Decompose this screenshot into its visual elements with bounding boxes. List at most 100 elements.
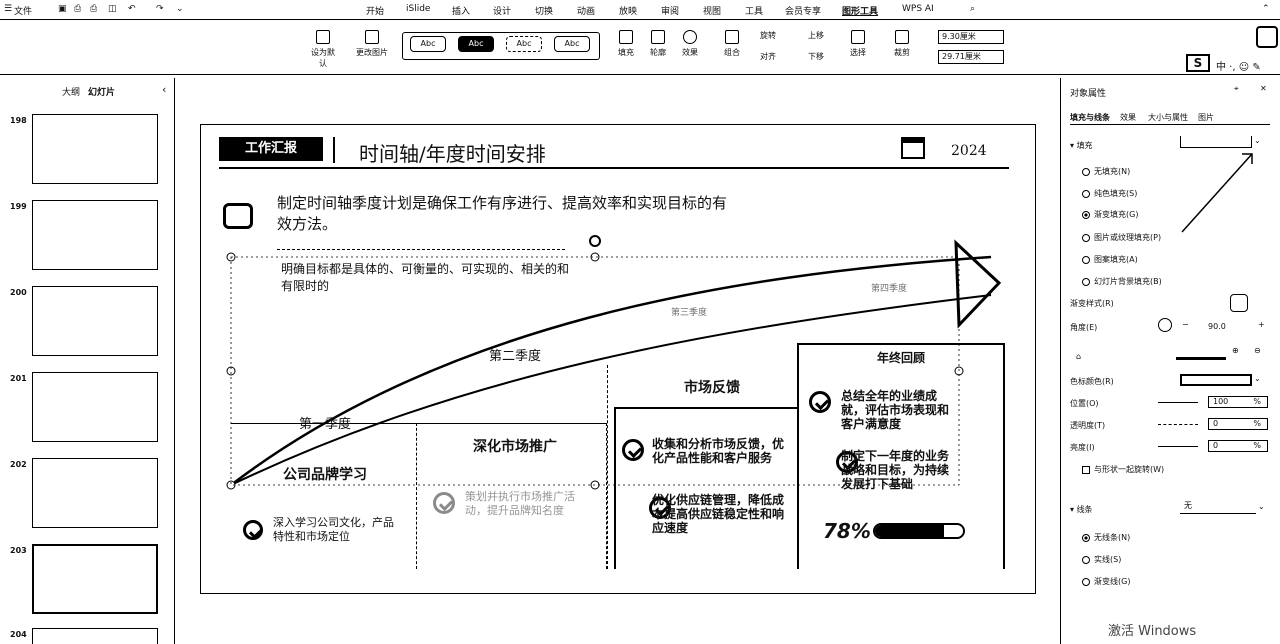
tab-slides[interactable]: 幻灯片 — [88, 88, 116, 98]
tab-review[interactable]: 审阅 — [661, 7, 680, 17]
pin-icon[interactable]: ⌖ — [1234, 84, 1239, 93]
print-icon[interactable]: ⎙ — [90, 4, 98, 14]
radio-gradient-fill[interactable]: 渐变填充(G) — [1082, 209, 1138, 220]
ime-toolbar[interactable]: 中 ·, ☺ ✎ — [1216, 62, 1261, 73]
radio-solid-fill[interactable]: 纯色填充(S) — [1082, 188, 1137, 199]
slide-thumbnail-selected[interactable] — [32, 544, 158, 614]
redo-icon[interactable]: ↷ — [156, 4, 164, 14]
progress-value: 78% — [823, 519, 871, 543]
radio-gradient-line[interactable]: 渐变线(G) — [1082, 576, 1130, 587]
search-icon[interactable]: ⌕ — [970, 4, 976, 14]
style-option-3[interactable]: Abc — [506, 36, 542, 52]
angle-increment[interactable]: + — [1258, 320, 1265, 329]
radio-solid-line[interactable]: 实线(S) — [1082, 554, 1121, 565]
tab-fill-line[interactable]: 填充与线条 — [1070, 113, 1110, 122]
tab-wps-ai[interactable]: WPS AI — [902, 4, 934, 14]
line-dropdown[interactable]: 无 — [1180, 500, 1256, 514]
more-icon[interactable]: ⌄ — [176, 4, 184, 14]
dropdown-arrow-icon[interactable]: ⌄ — [1258, 502, 1265, 511]
fill-section[interactable]: ▾ 填充 — [1070, 141, 1093, 150]
rotate-handle[interactable] — [589, 235, 601, 247]
tab-member[interactable]: 会员专享 — [785, 7, 822, 17]
rotate-button[interactable]: 旋转 — [760, 31, 776, 40]
bring-forward-button[interactable]: 上移 — [808, 31, 824, 40]
dropdown-arrow-icon[interactable]: ⌄ — [1254, 374, 1261, 383]
height-field[interactable]: 9.30厘米 — [938, 30, 1004, 44]
tab-animation[interactable]: 动画 — [577, 7, 596, 17]
change-image-button[interactable]: 更改图片 — [352, 30, 392, 58]
group-button[interactable]: 组合 — [718, 30, 746, 58]
position-slider[interactable] — [1158, 402, 1198, 403]
slide-thumbnail[interactable] — [32, 286, 158, 356]
transparency-field[interactable]: 0% — [1208, 418, 1268, 430]
tab-size[interactable]: 大小与属性 — [1148, 113, 1188, 122]
brightness-field[interactable]: 0% — [1208, 440, 1268, 452]
add-stop-icon[interactable]: ⌂ — [1076, 352, 1082, 361]
close-icon[interactable]: ✕ — [1260, 84, 1267, 93]
tab-tools[interactable]: 工具 — [745, 7, 764, 17]
slide-thumbnail[interactable] — [32, 372, 158, 442]
angle-dial[interactable] — [1158, 318, 1172, 332]
select-button[interactable]: 选择 — [844, 30, 872, 58]
color-stop-picker[interactable] — [1180, 374, 1252, 386]
send-backward-button[interactable]: 下移 — [808, 52, 824, 61]
sogou-ime-icon[interactable]: S — [1186, 54, 1210, 72]
preview-icon[interactable]: ◫ — [108, 4, 117, 14]
set-default-button[interactable]: 设为默认 — [308, 30, 338, 69]
angle-decrement[interactable]: − — [1182, 320, 1189, 329]
remove-stop-button-icon[interactable]: ⊖ — [1254, 346, 1261, 355]
export-icon[interactable]: ⎙ — [74, 4, 82, 14]
col2-item: 策划并执行市场推广活动，提升品牌知名度 — [465, 490, 575, 517]
tab-design[interactable]: 设计 — [493, 7, 512, 17]
angle-value[interactable]: 90.0 — [1208, 322, 1226, 331]
gradient-style-picker[interactable] — [1230, 294, 1248, 312]
width-field[interactable]: 29.71厘米 — [938, 50, 1004, 64]
add-stop-button-icon[interactable]: ⊕ — [1232, 346, 1239, 355]
style-option-1[interactable]: Abc — [410, 36, 446, 52]
style-option-2[interactable]: Abc — [458, 36, 494, 52]
slide-thumbnail[interactable] — [32, 628, 158, 644]
effect-button[interactable]: 效果 — [676, 30, 704, 58]
rotate-with-shape-checkbox[interactable]: 与形状一起旋转(W) — [1082, 464, 1164, 475]
slide-thumbnail[interactable] — [32, 114, 158, 184]
radio-no-fill[interactable]: 无填充(N) — [1082, 166, 1130, 177]
tab-view[interactable]: 视图 — [703, 7, 722, 17]
transparency-slider[interactable] — [1158, 424, 1198, 425]
crop-button[interactable]: 裁剪 — [888, 30, 916, 58]
col1-title: 公司品牌学习 — [283, 467, 367, 483]
timeline-curves — [226, 235, 1002, 490]
line-section[interactable]: ▾ 线条 — [1070, 505, 1093, 514]
outline-button[interactable]: 轮廓 — [644, 30, 672, 58]
tab-effect[interactable]: 效果 — [1120, 113, 1136, 122]
radio-pattern-fill[interactable]: 图案填充(A) — [1082, 254, 1138, 265]
tab-insert[interactable]: 插入 — [452, 7, 471, 17]
tab-home[interactable]: 开始 — [366, 7, 385, 17]
ai-assistant-icon[interactable] — [1256, 26, 1278, 48]
fill-preset-dropdown[interactable] — [1180, 136, 1252, 148]
tab-transition[interactable]: 切换 — [535, 7, 554, 17]
collapse-icon[interactable]: ⌃ — [1262, 4, 1270, 14]
dropdown-arrow-icon[interactable]: ⌄ — [1254, 136, 1261, 145]
transparency-label: 透明度(T) — [1070, 421, 1106, 430]
tab-slideshow[interactable]: 放映 — [619, 7, 638, 17]
tab-outline[interactable]: 大纲 — [62, 88, 81, 98]
app-menu-icon[interactable]: ☰ — [4, 4, 13, 14]
radio-no-line[interactable]: 无线条(N) — [1082, 532, 1130, 543]
save-icon[interactable]: ▣ — [58, 4, 67, 14]
radio-slide-bg-fill[interactable]: 幻灯片背景填充(B) — [1082, 276, 1162, 287]
radio-picture-fill[interactable]: 图片或纹理填充(P) — [1082, 232, 1161, 243]
slide-thumbnail[interactable] — [32, 200, 158, 270]
brightness-slider[interactable] — [1158, 446, 1198, 447]
file-menu[interactable]: 文件 — [14, 7, 33, 17]
undo-icon[interactable]: ↶ — [128, 4, 136, 14]
align-button[interactable]: 对齐 — [760, 52, 776, 61]
slide-thumbnail[interactable] — [32, 458, 158, 528]
tab-shape-tools[interactable]: 图形工具 — [842, 7, 879, 17]
collapse-pane-icon[interactable]: ‹ — [162, 83, 167, 96]
fill-button[interactable]: 填充 — [612, 30, 640, 58]
position-field[interactable]: 100% — [1208, 396, 1268, 408]
tab-picture[interactable]: 图片 — [1198, 113, 1214, 122]
style-option-4[interactable]: Abc — [554, 36, 590, 52]
tab-islide[interactable]: iSlide — [406, 4, 431, 14]
gradient-slider[interactable] — [1176, 344, 1226, 360]
